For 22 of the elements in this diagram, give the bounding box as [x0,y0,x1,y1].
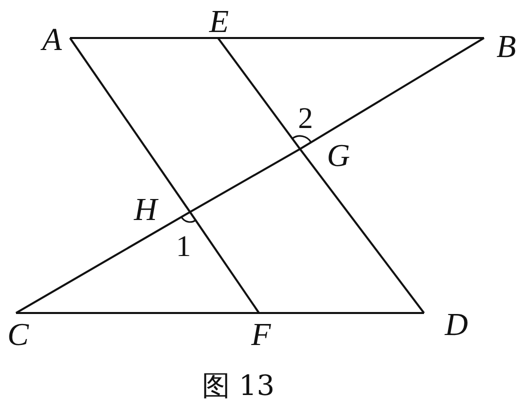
point-label: C [2,313,34,355]
line-segment [299,148,425,314]
figure-caption: 图 13 [202,372,275,400]
line-segment [218,37,484,39]
line-segment [190,148,300,213]
point-label: B [484,28,516,64]
point-label: F [244,313,278,355]
line-segment [16,211,190,314]
line-segment [69,37,191,213]
line-segment [189,211,260,314]
point-label: D [424,306,468,342]
line-segment [16,312,259,314]
line-segment [299,37,485,150]
point-label: G [300,138,350,172]
angle-number: 1 [176,232,191,262]
line-segment [259,312,424,314]
point-label: A [34,22,70,56]
angle-number: 2 [298,104,313,134]
line-segment [70,37,218,39]
point-label: H [134,192,190,226]
line-segment [217,37,301,150]
point-label: E [204,4,234,38]
